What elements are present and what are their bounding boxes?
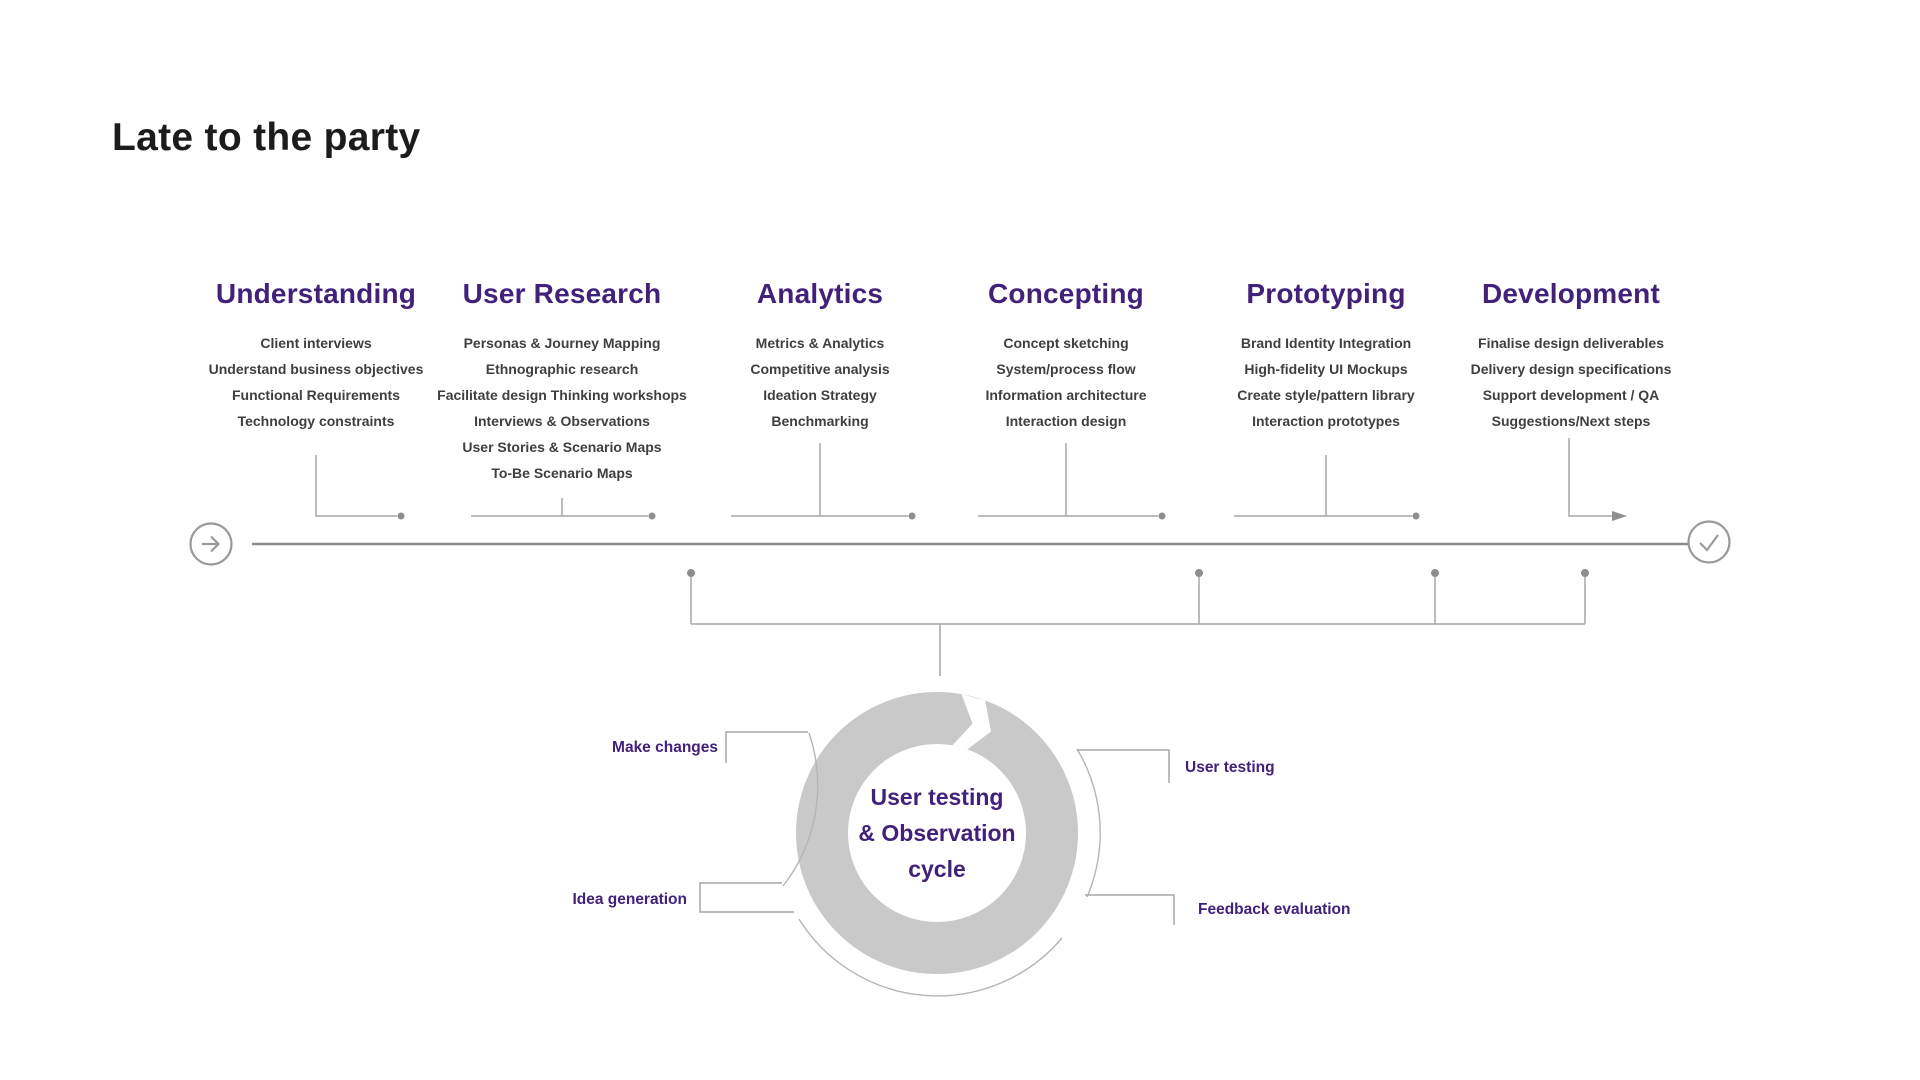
cycle-center-line: cycle — [908, 856, 966, 882]
outer-arc-bottom — [798, 918, 1063, 997]
cycle-ring — [699, 692, 1175, 997]
column-item: Finalise design deliverables — [1478, 335, 1664, 351]
column-item: Information architecture — [985, 387, 1147, 403]
cycle-outer-arcs — [782, 732, 1101, 997]
column-item: High-fidelity UI Mockups — [1244, 361, 1408, 377]
column-item: Brand Identity Integration — [1240, 335, 1412, 351]
main-timeline — [189, 520, 1731, 566]
column-item: Create style/pattern library — [1237, 387, 1415, 403]
outer-arc-left — [782, 732, 819, 887]
column-item: Metrics & Analytics — [755, 335, 885, 351]
ring — [796, 692, 1078, 974]
column-title: User Research — [462, 278, 662, 309]
column-item: System/process flow — [996, 361, 1136, 377]
column-item: Personas & Journey Mapping — [463, 335, 661, 351]
column-item: User Stories & Scenario Maps — [462, 439, 662, 455]
ring-notch-arrow-icon — [952, 694, 991, 750]
arrow-right-circle-icon — [189, 522, 233, 566]
column-item: Client interviews — [260, 335, 372, 351]
page-title: Late to the party — [112, 116, 421, 159]
column-item: Support development / QA — [1482, 387, 1660, 403]
column-item: Functional Requirements — [231, 387, 401, 403]
column-connectors — [315, 438, 1627, 521]
cycle-center-line: & Observation — [858, 820, 1016, 846]
connector-dot — [908, 512, 916, 520]
connector-prototyping — [1234, 455, 1412, 517]
column-title: Understanding — [215, 278, 417, 309]
bracket-dot — [1431, 569, 1439, 577]
cycle-callout-lines — [699, 731, 1175, 925]
connector-analytics — [731, 443, 908, 517]
cycle-center-line: User testing — [870, 784, 1004, 810]
cycle-bracket — [687, 569, 1589, 676]
column-item: Competitive analysis — [750, 361, 890, 377]
column-title: Analytics — [756, 278, 884, 309]
connector-concepting — [978, 443, 1158, 517]
column-item: To-Be Scenario Maps — [491, 465, 633, 481]
cycle-center-text: User testing & Observation cycle — [817, 779, 1057, 887]
check-circle-icon — [1687, 520, 1731, 564]
column-title: Prototyping — [1246, 278, 1406, 309]
connector-dot — [397, 512, 405, 520]
callout-feedback-evaluation — [1085, 894, 1175, 925]
column-item: Interviews & Observations — [474, 413, 650, 429]
column-item: Interaction prototypes — [1252, 413, 1400, 429]
column-item: Ethnographic research — [485, 361, 639, 377]
connector-development — [1568, 438, 1612, 517]
column-item: Interaction design — [1005, 413, 1127, 429]
bracket-lines — [690, 577, 1586, 676]
connector-dot — [1412, 512, 1420, 520]
column-item: Delivery design specifications — [1470, 361, 1672, 377]
outer-arc-right — [1076, 748, 1101, 898]
cycle-label-feedback-evaluation: Feedback evaluation — [1198, 901, 1351, 918]
column-title: Development — [1481, 278, 1661, 309]
connector-user-research — [471, 498, 648, 517]
column-item: Benchmarking — [771, 413, 869, 429]
column-item: Concept sketching — [1003, 335, 1129, 351]
bracket-dot — [687, 569, 695, 577]
connector-dot — [1158, 512, 1166, 520]
connector-dot — [648, 512, 656, 520]
column-item: Facilitate design Thinking workshops — [437, 387, 687, 403]
column-item: Technology constraints — [237, 413, 395, 429]
cycle-label-make-changes: Make changes — [612, 739, 718, 756]
column-item: Suggestions/Next steps — [1491, 413, 1651, 429]
connector-understanding — [315, 455, 397, 517]
column-item: Ideation Strategy — [763, 387, 877, 403]
cycle-label-user-testing: User testing — [1185, 759, 1275, 776]
bracket-dot — [1195, 569, 1203, 577]
callout-idea-generation — [699, 882, 794, 913]
column-title: Concepting — [988, 278, 1144, 309]
callout-make-changes — [725, 731, 808, 763]
bracket-dot — [1581, 569, 1589, 577]
cycle-label-idea-generation: Idea generation — [572, 891, 687, 908]
connector-arrowhead — [1612, 511, 1627, 521]
callout-user-testing — [1077, 749, 1170, 783]
column-item: Understand business objectives — [208, 361, 424, 377]
